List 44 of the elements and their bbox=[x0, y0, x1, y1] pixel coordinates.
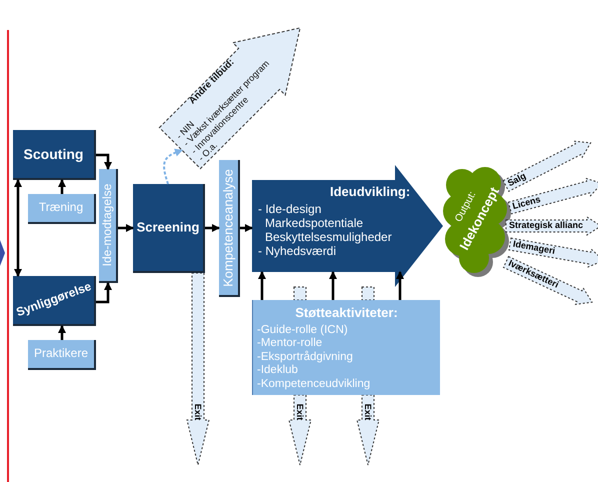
arrow bbox=[96, 154, 112, 170]
exit-label: Exit bbox=[362, 404, 374, 420]
process-box bbox=[28, 194, 96, 224]
box-label: Scouting bbox=[24, 146, 84, 162]
arrow bbox=[240, 224, 253, 232]
vertical-label: Kompetenceanalyse bbox=[221, 168, 236, 286]
process-box bbox=[13, 130, 96, 180]
process-box bbox=[133, 184, 205, 273]
arrow bbox=[118, 224, 134, 232]
arrow bbox=[329, 271, 337, 300]
output-label: Idemageri bbox=[512, 238, 556, 256]
exit-label: Exit bbox=[294, 404, 306, 420]
box-label: Træning bbox=[38, 201, 84, 215]
process-box bbox=[28, 340, 96, 370]
box-label: Screening bbox=[136, 220, 200, 235]
output-label: Licens bbox=[511, 194, 542, 212]
arrow bbox=[14, 179, 22, 277]
arrow bbox=[258, 271, 266, 300]
list-item: -Kompetenceudvikling bbox=[257, 378, 370, 391]
exit-label: Exit bbox=[192, 404, 204, 420]
list-item: -Mentor-rolle bbox=[257, 337, 322, 350]
arrow bbox=[58, 325, 66, 340]
output-label: Strategisk allianc bbox=[509, 220, 584, 230]
heading: Ideudvikling: bbox=[330, 185, 410, 200]
box-label: Praktikere bbox=[34, 347, 88, 361]
arrow bbox=[205, 224, 220, 232]
list-item: Beskyttelsesmuligheder bbox=[265, 231, 392, 245]
process-box bbox=[99, 169, 118, 283]
arrow bbox=[58, 179, 66, 194]
list-item: -Eksportrådgivning bbox=[257, 350, 353, 364]
heading: Støtteaktiviteter: bbox=[295, 306, 398, 321]
output-label: Salg bbox=[506, 170, 528, 188]
arrow bbox=[396, 271, 404, 300]
list-item: - Ide-design bbox=[258, 203, 322, 217]
dotted-arrow bbox=[163, 148, 183, 184]
arrow bbox=[96, 282, 112, 304]
process-box bbox=[13, 276, 96, 326]
list-item: - Nyhedsværdi bbox=[258, 245, 336, 259]
process-box bbox=[219, 160, 240, 297]
list-item: Markedspotentiale bbox=[265, 217, 364, 231]
vertical-label: Ide-modtagelse bbox=[100, 184, 114, 266]
list-item: -Ideklub bbox=[257, 364, 298, 378]
support-box bbox=[252, 300, 440, 395]
list-item: -Guide-rolle (ICN) bbox=[257, 324, 348, 337]
